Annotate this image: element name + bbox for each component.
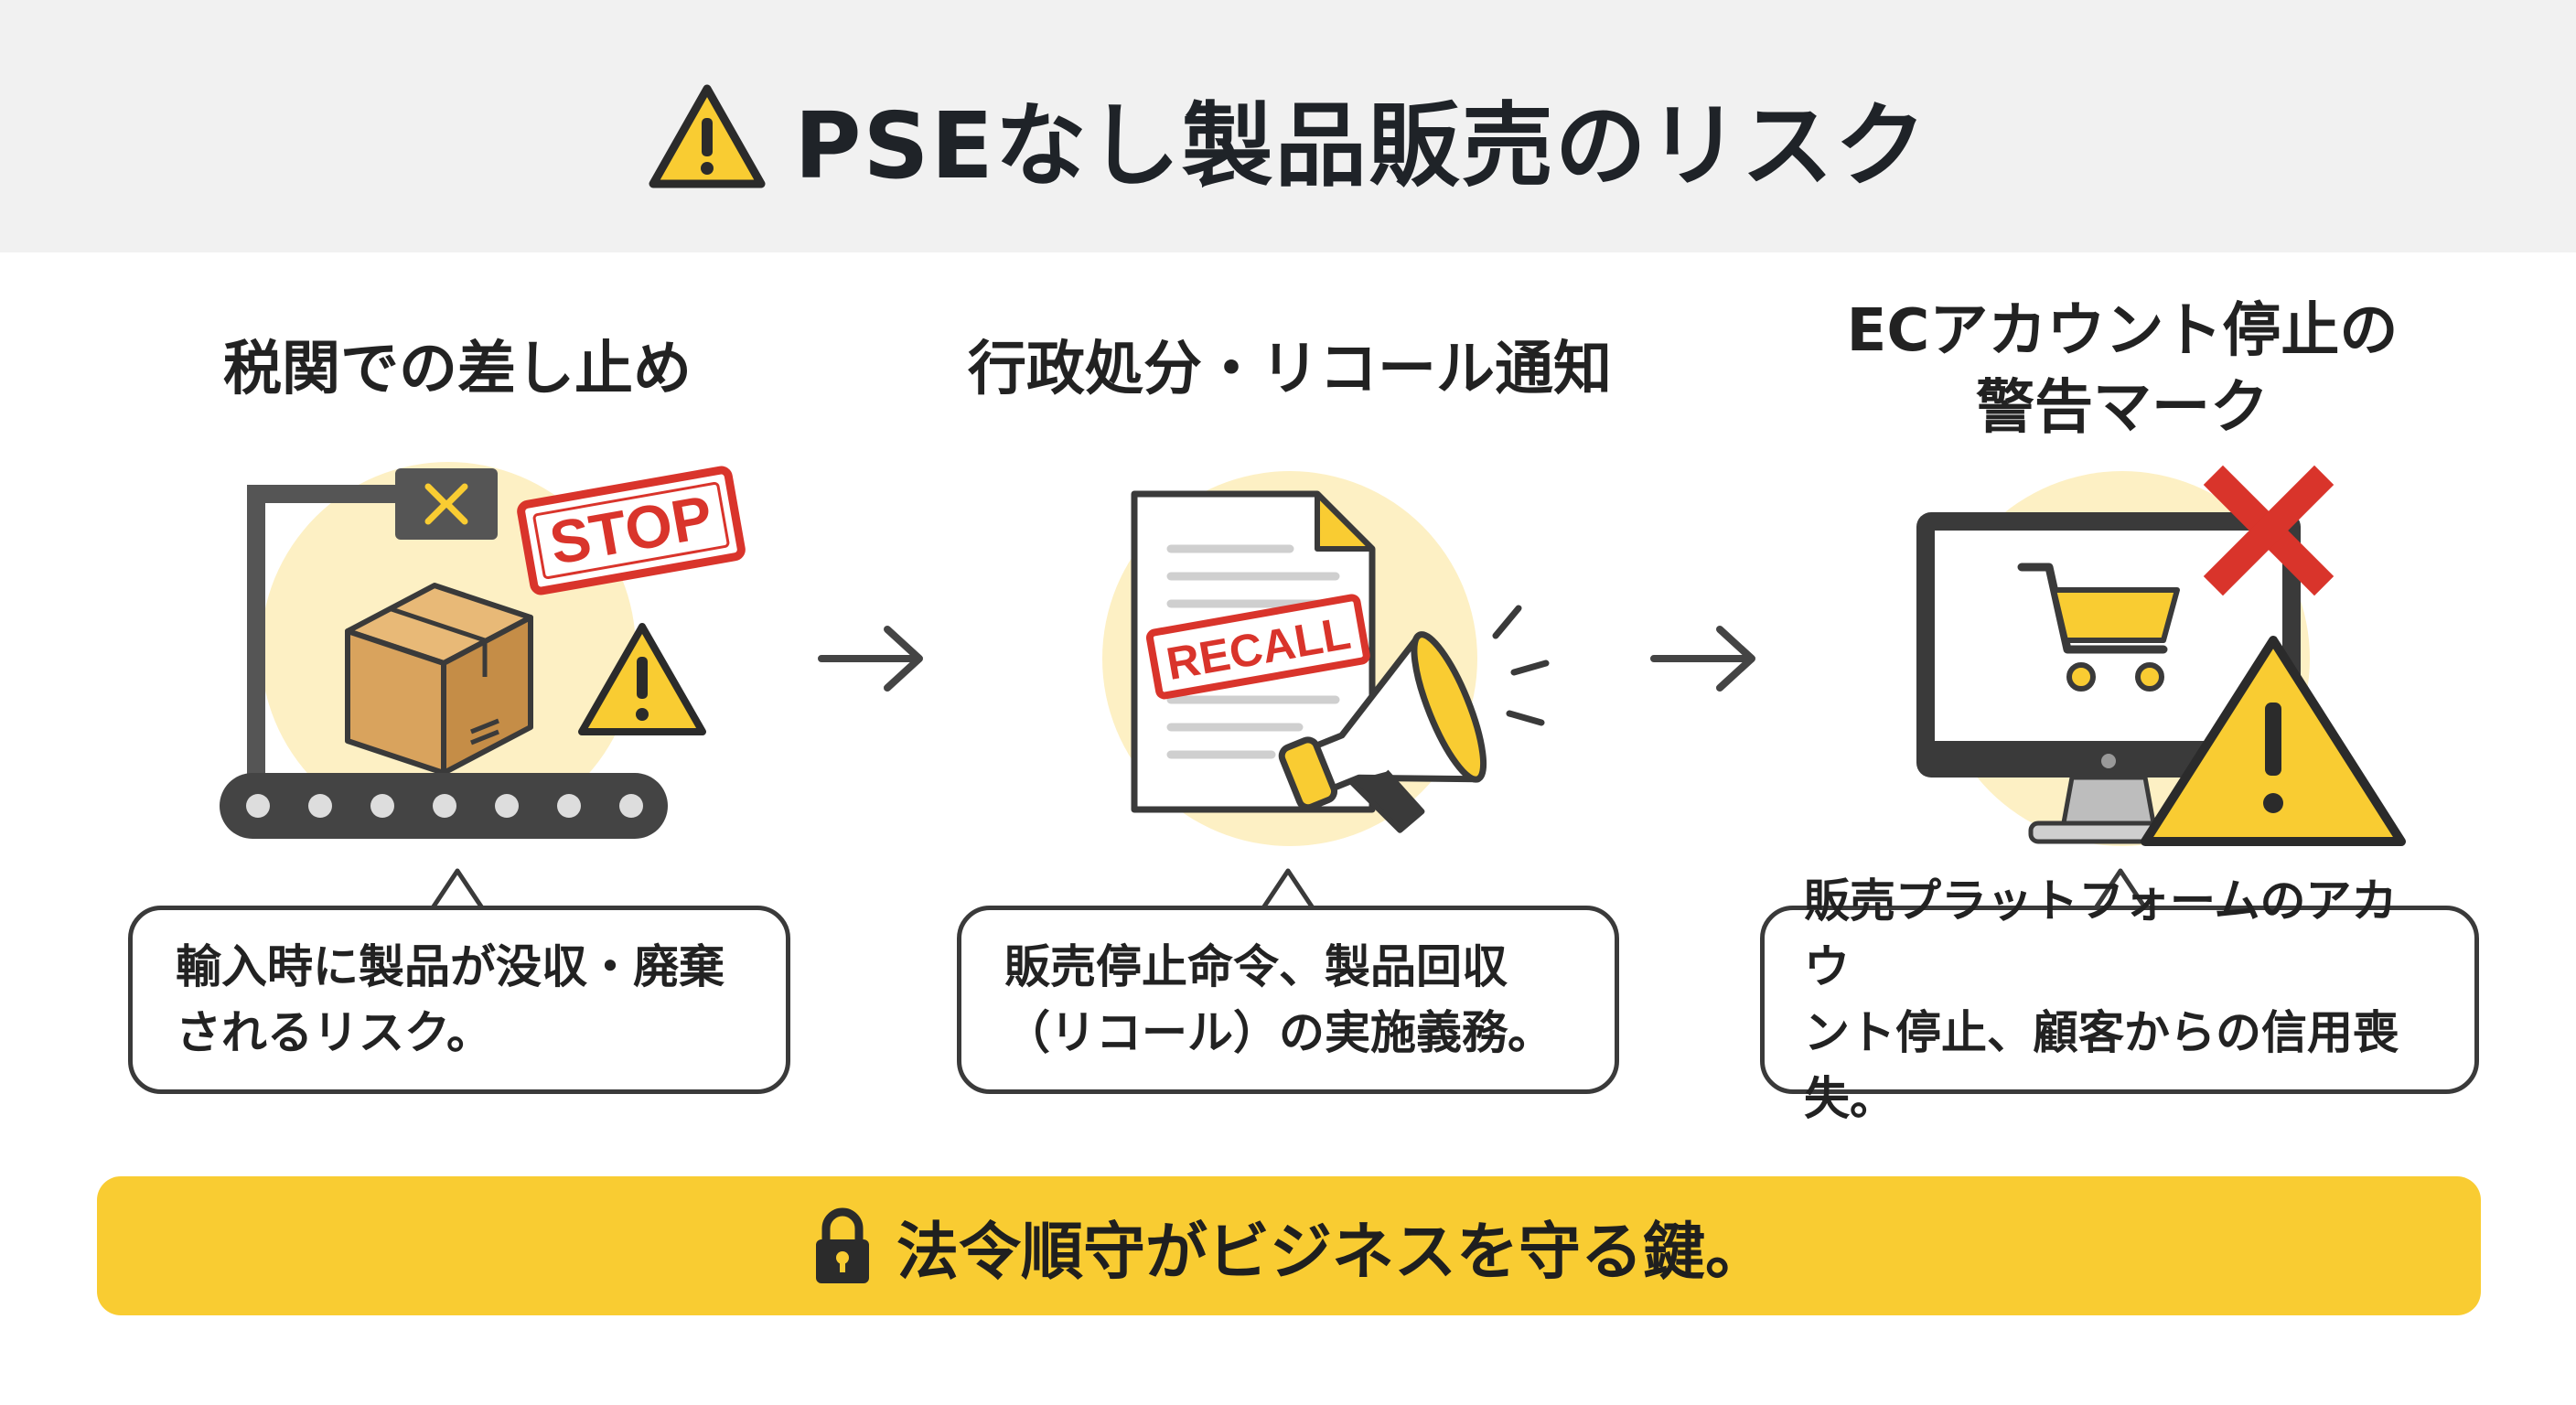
arrow-right-icon — [1650, 626, 1755, 692]
description-line: 販売停止命令、製品回収 — [1004, 940, 1508, 993]
column-2-title: 行政処分・リコール通知 — [968, 336, 1612, 403]
description-line: 輸入時に製品が没収・廃棄 — [176, 940, 724, 993]
page-title: PSEなし製品販売のリスク — [794, 91, 1928, 199]
cart-icon — [2017, 563, 2180, 692]
footer-banner: 法令順守がビジネスを守る鍵。 — [97, 1176, 2481, 1315]
description-line: されるリスク。 — [176, 1006, 492, 1059]
footer-text: 法令順守がビジネスを守る鍵。 — [896, 1216, 1767, 1289]
bubble-tail — [430, 868, 485, 911]
arrow-right-icon — [818, 626, 923, 692]
description-bubble-3: 販売プラットフォームのアカウ ント停止、顧客からの信用喪失。 — [1760, 874, 2479, 1125]
bubble-tail — [1261, 868, 1315, 911]
description-line: ント停止、顧客からの信用喪失。 — [1804, 1006, 2399, 1125]
conveyor-box-stop-icon: STOP — [220, 462, 746, 839]
column-1-title: 税関での差し止め — [223, 336, 692, 403]
monitor-cart-warning-icon — [1916, 465, 2406, 846]
column-3-title: ECアカウント停止の 警告マーク — [1846, 297, 2399, 442]
description-bubble-1: 輸入時に製品が没収・廃棄 されるリスク。 — [128, 906, 790, 1094]
warning-icon — [649, 84, 766, 188]
description-line: 販売プラットフォームのアカウ — [1804, 874, 2398, 993]
lock-icon — [815, 1207, 869, 1283]
description-line: （リコール）の実施義務。 — [1004, 1006, 1553, 1059]
description-bubble-2: 販売停止命令、製品回収 （リコール）の実施義務。 — [957, 906, 1619, 1094]
cross-mark-icon — [2203, 465, 2334, 596]
recall-document-megaphone-icon: RECALL — [1102, 471, 1550, 846]
title-row: PSEなし製品販売のリスク — [0, 0, 2576, 274]
bubble-tail — [2093, 868, 2148, 911]
header-band — [0, 0, 2576, 252]
